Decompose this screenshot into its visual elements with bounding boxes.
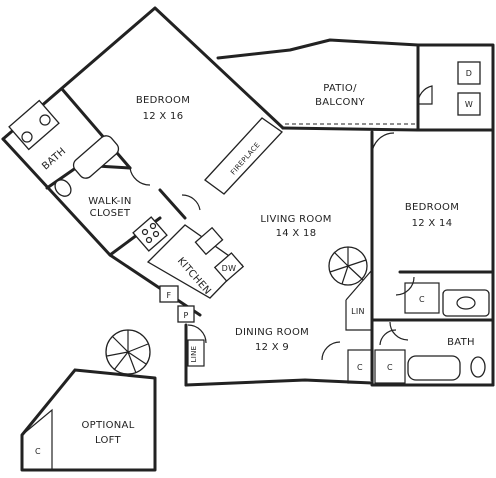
burner-icon: [145, 236, 153, 244]
rotated-wing: [1, 6, 285, 317]
door-swings: [129, 85, 433, 361]
fridge-label: F: [167, 291, 172, 300]
door-swing: [417, 85, 433, 105]
bath2-name: BATH: [447, 337, 475, 348]
door-swing: [181, 194, 201, 211]
stove-icon: [132, 216, 168, 252]
kitchen-sink-icon: [194, 226, 224, 256]
burner-icon: [149, 222, 157, 230]
dryer-box: [457, 61, 481, 85]
sink-icon: [39, 114, 51, 126]
closet-label: C: [387, 363, 393, 372]
wall-bath-bedroom: [60, 87, 132, 170]
wall-patio-bottom: [281, 126, 420, 132]
closet-label: C: [35, 447, 41, 456]
door-swing: [379, 329, 397, 346]
wall-bedroom-nw: [1, 6, 285, 141]
bathtub-icon: [72, 135, 120, 179]
wall-laundry: [416, 43, 495, 132]
bath1-name: BATH: [40, 146, 68, 173]
door-swing: [321, 341, 341, 361]
door-swing: [395, 276, 415, 296]
wall-loft: [20, 368, 157, 472]
sink-icon: [456, 296, 476, 310]
loft-closet: [21, 408, 53, 470]
fridge-box: [159, 285, 179, 303]
closet-label: C: [419, 295, 425, 304]
linen-closet: [345, 268, 373, 331]
bedroom2-name: BEDROOM: [405, 202, 459, 213]
living-name: LIVING ROOM: [260, 214, 331, 225]
closet-box: [347, 349, 374, 384]
dishwasher-box: [213, 252, 245, 282]
loft-line1: OPTIONAL: [81, 420, 134, 431]
door-swing: [129, 167, 151, 186]
spiral-stair-treads: [106, 330, 149, 374]
washer-box: [457, 92, 481, 116]
bath2-sink-counter: [442, 289, 490, 317]
burner-icon: [152, 230, 160, 238]
door-swing: [371, 132, 395, 156]
kitchen-fixtures: [132, 216, 245, 323]
linen2-label: LINE: [190, 346, 198, 363]
main-block: [184, 38, 495, 387]
closet-box: [374, 349, 406, 384]
door-swing: [187, 324, 207, 344]
bathtub-icon: [407, 355, 461, 381]
bedroom1-size: 12 X 16: [143, 111, 184, 122]
pantry-label: P: [183, 311, 188, 320]
pantry-box: [177, 305, 195, 323]
patio-line2: BALCONY: [315, 97, 365, 108]
bedroom1-name: BEDROOM: [136, 95, 190, 106]
washer-label: W: [465, 100, 473, 109]
wall-dining-south: [184, 378, 374, 387]
toilet-icon: [470, 356, 486, 378]
dishwasher-label: DW: [222, 264, 237, 273]
living-size: 14 X 18: [276, 228, 317, 239]
bath1-fixtures: [8, 99, 120, 197]
wall-bedroom-living: [158, 188, 187, 220]
bath1-sink-counter: [8, 99, 60, 151]
fireplace: [204, 117, 283, 195]
door-swing: [389, 321, 409, 341]
dining-size: 12 X 9: [255, 342, 289, 353]
dryer-label: D: [466, 69, 472, 78]
linen2-box: [187, 339, 205, 367]
loft-line2: LOFT: [95, 435, 122, 446]
wall-patio-top: [216, 38, 420, 60]
walkin-line1: WALK-IN: [88, 196, 131, 207]
dining-name: DINING ROOM: [235, 327, 309, 338]
toilet-icon: [54, 179, 72, 197]
walkin-line2: CLOSET: [90, 208, 131, 219]
burner-icon: [141, 228, 149, 236]
closet-label: C: [357, 363, 363, 372]
loft: [20, 329, 157, 472]
bedroom2-size: 12 X 14: [412, 218, 453, 229]
linen-label: LIN: [351, 307, 365, 316]
sink-icon: [21, 131, 33, 143]
closet-box: [404, 282, 440, 314]
spiral-stair-treads: [329, 247, 367, 285]
patio-line1: PATIO/: [323, 83, 357, 94]
